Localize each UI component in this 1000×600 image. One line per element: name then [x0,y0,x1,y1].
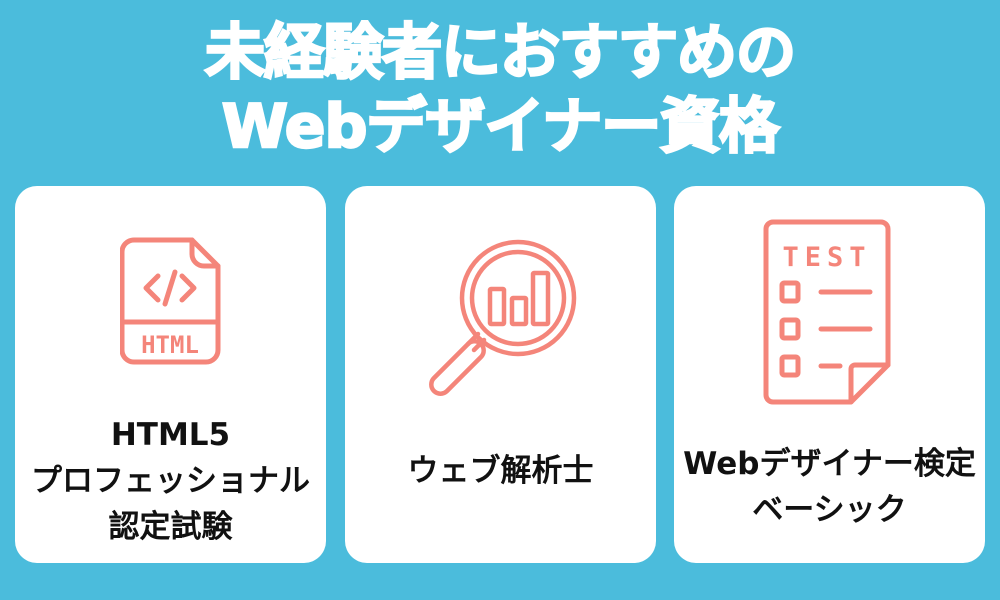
test-paper-icon: TEST [763,219,891,405]
test-icon-text: TEST [782,242,871,273]
page-title-line-1: 未経験者におすすめの [204,17,798,90]
certification-card-web-designer-basic: TEST Webデザイナー検定 ベーシック [674,186,985,563]
certification-card-web-analyst: ウェブ解析士 [345,186,656,563]
card-label-line-2: ベーシック [752,492,907,528]
html-file-icon: HTML [120,237,221,365]
card-label: Webデザイナー検定 ベーシック [674,441,985,533]
card-label-line-3: 認定試験 [108,509,233,545]
card-label-line-2: プロフェッショナル [31,463,310,499]
certification-card-html5: HTML HTML5 プロフェッショナル 認定試験 [15,186,326,563]
html-icon-text: HTML [141,331,199,359]
card-label-line-1: Webデザイナー検定 [683,446,976,482]
card-label-line-1: HTML5 [110,417,231,453]
magnifier-bar-chart-icon [429,239,577,396]
page-title-line-2: Webデザイナー資格 [221,91,781,164]
card-label: HTML5 プロフェッショナル 認定試験 [15,412,326,550]
card-label: ウェブ解析士 [345,448,656,494]
card-label-line-1: ウェブ解析士 [407,453,594,489]
